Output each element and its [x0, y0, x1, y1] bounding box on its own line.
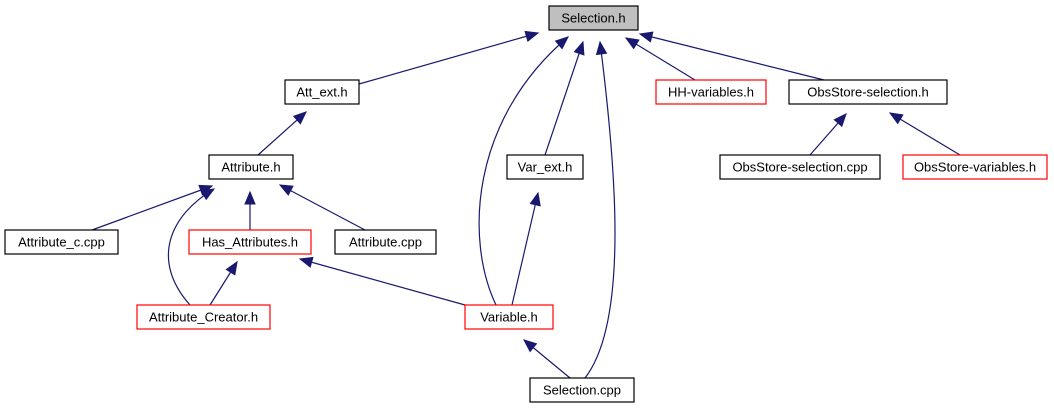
node-has-attributes-h[interactable]: Has_Attributes.h — [188, 229, 312, 255]
edge-selection_cpp-to-variable_h — [522, 339, 571, 379]
node-variable-h[interactable]: Variable.h — [464, 304, 554, 330]
edge-arrowhead — [624, 37, 640, 50]
node-box — [208, 154, 294, 180]
node-label: Attribute_Creator.h — [149, 310, 258, 325]
node-attribute-creator-h[interactable]: Attribute_Creator.h — [136, 304, 271, 330]
edge-attribute_c_cpp-to-attribute_h — [91, 184, 214, 231]
edge-attribute_h-to-att_ext_h — [257, 111, 307, 156]
node-box — [334, 229, 437, 255]
node-attribute-c-cpp[interactable]: Attribute_c.cpp — [4, 229, 119, 255]
edge-arrowhead — [522, 339, 538, 353]
node-var-ext-h[interactable]: Var_ext.h — [506, 154, 584, 180]
edge-line — [625, 37, 696, 81]
node-box — [506, 154, 584, 180]
node-box — [719, 154, 881, 180]
node-label: Attribute_c.cpp — [18, 235, 105, 250]
node-obsstore-selection-cpp[interactable]: ObsStore-selection.cpp — [719, 154, 881, 180]
node-selection-cpp[interactable]: Selection.cpp — [529, 377, 635, 403]
node-box — [188, 229, 312, 255]
edge-line — [299, 258, 484, 311]
edge-arrowhead — [524, 30, 540, 42]
node-label: Has_Attributes.h — [202, 235, 298, 250]
edge-arrowhead — [554, 36, 569, 50]
edge-line — [167, 188, 215, 306]
edge-has_attributes_h-to-attribute_h — [244, 190, 256, 230]
edge-arrowhead — [278, 184, 294, 196]
edge-line — [639, 33, 825, 81]
edge-arrowhead — [833, 113, 847, 128]
edge-arrowhead — [888, 112, 904, 125]
edge-line — [511, 192, 539, 306]
edge-arrowhead — [292, 111, 307, 125]
node-label: ObsStore-selection.cpp — [732, 160, 867, 175]
edge-var_ext_h-to-selection_h — [544, 40, 585, 156]
edge-line — [889, 112, 961, 156]
edge-arrowhead — [200, 188, 216, 201]
node-att-ext-h[interactable]: Att_ext.h — [284, 79, 360, 105]
node-label: HH-variables.h — [668, 85, 754, 100]
edge-obsstore_selection_cpp-to-obsstore_selection_h — [809, 113, 847, 156]
node-label: Attribute.cpp — [349, 235, 422, 250]
edge-attribute_cpp-to-attribute_h — [278, 184, 366, 231]
edge-arrowhead — [638, 31, 654, 43]
node-box — [655, 79, 767, 105]
edge-line — [544, 41, 584, 156]
edge-arrowhead — [595, 40, 608, 56]
node-selection-h[interactable]: Selection.h — [548, 5, 639, 31]
node-box — [902, 154, 1048, 180]
edge-arrowhead — [225, 260, 238, 276]
edge-obsstore_selection_h-to-selection_h — [638, 31, 825, 81]
edge-obsstore_variables_h-to-obsstore_selection_h — [888, 112, 961, 156]
node-hh-variables-h[interactable]: HH-variables.h — [655, 79, 767, 105]
node-label: ObsStore-selection.h — [807, 85, 928, 100]
edge-selection_cpp-to-selection_h — [584, 40, 616, 379]
edge-line — [91, 185, 213, 231]
node-label: Att_ext.h — [296, 85, 347, 100]
node-attribute-cpp[interactable]: Attribute.cpp — [334, 229, 437, 255]
node-label: Selection.cpp — [543, 383, 621, 398]
edge-arrowhead — [573, 40, 585, 56]
edge-hh_variables_h-to-selection_h — [624, 37, 696, 81]
node-label: Selection.h — [561, 11, 625, 26]
edge-arrowhead — [298, 256, 314, 268]
node-box — [284, 79, 360, 105]
node-attribute-h[interactable]: Attribute.h — [208, 154, 294, 180]
node-obsstore-selection-h[interactable]: ObsStore-selection.h — [788, 79, 948, 105]
node-box — [529, 377, 635, 403]
edge-attribute_creator_h-to-has_attributes_h — [209, 260, 238, 306]
node-box — [464, 304, 554, 330]
node-label: Var_ext.h — [518, 160, 573, 175]
edge-variable_h-to-var_ext_h — [511, 191, 541, 306]
node-label: ObsStore-variables.h — [914, 160, 1036, 175]
edge-line — [358, 32, 539, 85]
edges-layer — [91, 30, 961, 379]
edge-arrowhead — [244, 190, 256, 205]
node-obsstore-variables-h[interactable]: ObsStore-variables.h — [902, 154, 1048, 180]
node-label: Variable.h — [480, 310, 538, 325]
node-box — [548, 5, 639, 31]
node-label: Attribute.h — [221, 160, 280, 175]
edge-variable_h-to-has_attributes_h — [298, 256, 484, 311]
edge-line — [279, 184, 366, 231]
edge-variable_h-to-selection_h — [478, 36, 569, 306]
node-box — [4, 229, 119, 255]
edge-arrowhead — [529, 191, 541, 207]
edge-attribute_creator_h-to-attribute_h — [167, 188, 216, 306]
node-box — [136, 304, 271, 330]
edge-line — [478, 36, 569, 306]
edge-att_ext_h-to-selection_h — [358, 30, 540, 85]
node-box — [788, 79, 948, 105]
edge-line — [584, 41, 616, 379]
